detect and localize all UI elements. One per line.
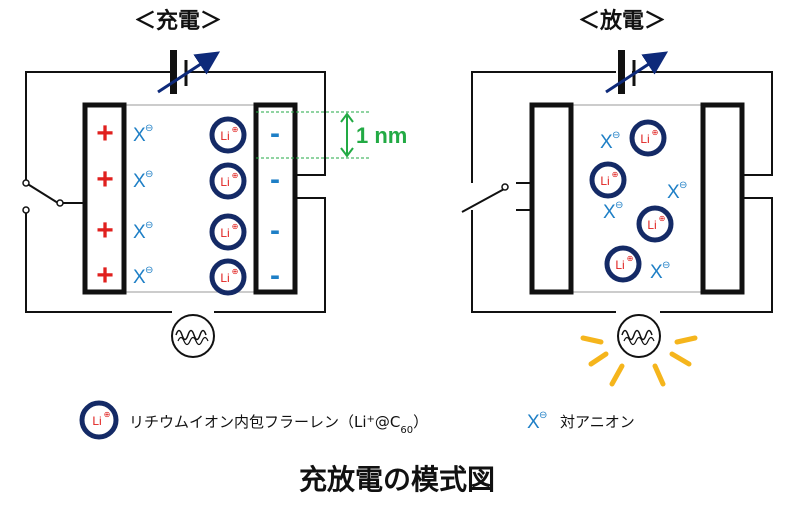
minus-sign: - xyxy=(270,163,280,196)
anion: X⊖ xyxy=(133,169,153,192)
li-fullerene: Li⊕ xyxy=(589,161,627,199)
legend-anion-label: 対アニオン xyxy=(560,413,635,431)
discharge-wire-left-top xyxy=(471,71,616,183)
svg-text:Li: Li xyxy=(220,129,229,143)
li-fullerene: Li⊕ xyxy=(209,213,247,251)
dimension-label: 1 nm xyxy=(356,123,407,148)
discharge-right-electrode xyxy=(700,102,745,295)
svg-text:⊕: ⊕ xyxy=(652,128,659,137)
anion: X⊖ xyxy=(603,200,623,223)
svg-text:Li: Li xyxy=(640,132,649,146)
svg-text:⊖: ⊖ xyxy=(679,180,687,191)
svg-text:⊖: ⊖ xyxy=(539,410,547,421)
legend-li-fullerene-icon: Li ⊕ xyxy=(79,400,119,440)
svg-text:Li: Li xyxy=(220,226,229,240)
svg-text:⊕: ⊕ xyxy=(232,267,239,276)
svg-text:X: X xyxy=(600,132,613,153)
legend-anion-icon: X ⊖ xyxy=(527,410,547,433)
discharge-wire-left-bottom xyxy=(471,210,616,313)
plus-sign: + xyxy=(96,259,114,292)
li-fullerene: Li⊕ xyxy=(629,119,667,157)
discharge-wire-right-bottom xyxy=(660,197,773,313)
svg-text:⊖: ⊖ xyxy=(615,200,623,211)
svg-text:X: X xyxy=(133,222,146,243)
discharge-ions: Li⊕Li⊕Li⊕Li⊕X⊖X⊖X⊖X⊖ xyxy=(589,119,687,283)
svg-text:⊕: ⊕ xyxy=(232,171,239,180)
svg-text:X: X xyxy=(133,267,146,288)
plus-sign: + xyxy=(96,214,114,247)
svg-text:⊕: ⊕ xyxy=(659,214,666,223)
svg-text:⊕: ⊕ xyxy=(232,125,239,134)
anion: X⊖ xyxy=(133,220,153,243)
bulb-glow-rays xyxy=(580,335,698,387)
charge-wire-right-bottom xyxy=(214,197,326,313)
svg-text:Li: Li xyxy=(220,175,229,189)
charge-negative-electrode xyxy=(253,102,298,295)
charge-circuit: 1 nm xyxy=(22,50,407,358)
li-fullerene: Li⊕ xyxy=(209,258,247,296)
charge-wire-left-bottom xyxy=(25,210,172,313)
legend: Li ⊕ リチウムイオン内包フラーレン（Li+@C60） X ⊖ 対アニオン xyxy=(79,400,635,440)
svg-text:⊕: ⊕ xyxy=(232,222,239,231)
discharge-battery-icon xyxy=(605,50,669,94)
minus-sign: - xyxy=(270,214,280,247)
svg-text:Li: Li xyxy=(600,174,609,188)
charge-positive-electrode xyxy=(82,102,127,295)
li-fullerene: Li⊕ xyxy=(209,116,247,154)
svg-text:⊕: ⊕ xyxy=(104,410,111,419)
svg-text:⊖: ⊖ xyxy=(145,265,153,276)
charge-battery-icon xyxy=(157,50,221,94)
charge-wire-left-top xyxy=(25,71,172,183)
charge-heading: ＜充電＞ xyxy=(134,8,222,34)
svg-text:X: X xyxy=(667,182,680,203)
discharge-switch xyxy=(461,183,509,213)
discharge-wire-right-top xyxy=(632,71,773,176)
discharge-bulb-icon xyxy=(617,314,661,358)
svg-text:⊕: ⊕ xyxy=(612,170,619,179)
charge-switch xyxy=(22,179,64,214)
anion: X⊖ xyxy=(133,265,153,288)
anion: X⊖ xyxy=(133,123,153,146)
anion: X⊖ xyxy=(667,180,687,203)
li-fullerene: Li⊕ xyxy=(636,205,674,243)
svg-text:Li: Li xyxy=(647,218,656,232)
svg-text:⊕: ⊕ xyxy=(627,254,634,263)
minus-sign: - xyxy=(270,117,280,150)
discharge-left-electrode xyxy=(529,102,574,295)
plus-sign: + xyxy=(96,163,114,196)
svg-text:Li: Li xyxy=(220,271,229,285)
li-fullerene: Li⊕ xyxy=(604,245,642,283)
svg-text:⊖: ⊖ xyxy=(612,130,620,141)
charge-bulb-icon xyxy=(171,314,215,358)
charge-wire-right-top xyxy=(187,71,326,176)
plus-sign: + xyxy=(96,117,114,150)
svg-text:⊖: ⊖ xyxy=(145,220,153,231)
charge-ions: +-X⊖Li⊕+-X⊖Li⊕+-X⊖Li⊕+-X⊖Li⊕ xyxy=(96,116,280,296)
svg-text:X: X xyxy=(133,125,146,146)
minus-sign: - xyxy=(270,259,280,292)
svg-text:X: X xyxy=(527,412,540,433)
svg-text:X: X xyxy=(650,262,663,283)
svg-text:Li: Li xyxy=(615,258,624,272)
svg-text:⊖: ⊖ xyxy=(662,260,670,271)
li-fullerene: Li⊕ xyxy=(209,162,247,200)
svg-text:⊖: ⊖ xyxy=(145,123,153,134)
anion: X⊖ xyxy=(600,130,620,153)
svg-text:⊖: ⊖ xyxy=(145,169,153,180)
anion: X⊖ xyxy=(650,260,670,283)
svg-text:Li: Li xyxy=(92,414,101,428)
dimension-indicator: 1 nm xyxy=(256,111,407,159)
discharge-heading: ＜放電＞ xyxy=(578,8,666,34)
diagram-title: 充放電の模式図 xyxy=(299,463,495,496)
svg-text:X: X xyxy=(133,171,146,192)
discharge-circuit xyxy=(461,50,773,387)
legend-li-fullerene-label: リチウムイオン内包フラーレン（Li+@C60） xyxy=(129,413,428,436)
svg-text:X: X xyxy=(603,202,616,223)
